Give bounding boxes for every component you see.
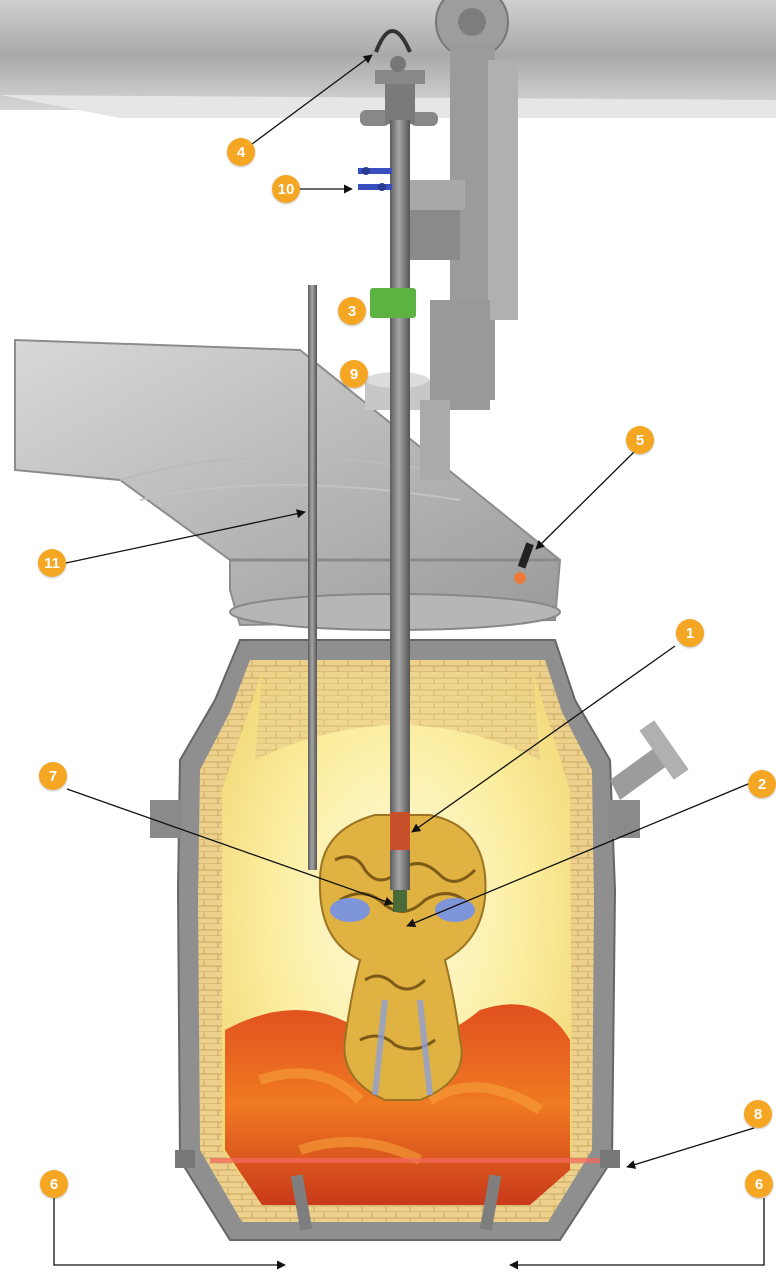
callout-1: 1: [676, 619, 704, 647]
callout-8: 10: [272, 175, 300, 203]
lance-carriage: [395, 0, 518, 410]
callout-3: 3: [338, 297, 366, 325]
lance-seal: [370, 288, 416, 318]
callout-9: 11: [38, 549, 66, 577]
callout-2: 2: [748, 770, 776, 798]
callout-11: 8: [744, 1100, 772, 1128]
callout-4: 4: [227, 138, 255, 166]
slag-plume: [318, 814, 487, 1101]
callout-6-left: 6: [40, 1170, 68, 1198]
gas-pocket-left: [330, 898, 370, 922]
leader-9: [65, 509, 306, 564]
lower-side-ports: [175, 1150, 620, 1168]
callout-7: 9: [340, 360, 368, 388]
callout-10: 7: [39, 762, 67, 790]
leader-4: [251, 54, 373, 145]
bottom-tuyeres: [290, 1174, 502, 1231]
leader-5: [535, 451, 635, 550]
gas-stream: [372, 999, 433, 1096]
flexible-hoses: [358, 167, 392, 191]
hood-sensor: [514, 542, 534, 584]
bath-level-line: [210, 1158, 605, 1163]
leader-6-right: [509, 1198, 765, 1270]
leader-10: [66, 788, 394, 906]
leader-lines: [53, 54, 765, 1270]
gas-pocket-right: [435, 898, 475, 922]
leader-6-left: [53, 1198, 286, 1270]
callout-6-right: 6: [745, 1170, 773, 1198]
leader-11: [626, 1127, 755, 1169]
leader-2: [406, 783, 749, 928]
callout-5: 5: [626, 426, 654, 454]
shell-ledge-right: [608, 800, 640, 838]
thermo-probe: [308, 285, 317, 870]
melt-highlights: [258, 1068, 543, 1165]
shell-ledge-left: [150, 800, 182, 838]
leader-1: [411, 645, 676, 833]
melt-bath: [225, 1004, 570, 1205]
side-port: [610, 720, 689, 800]
